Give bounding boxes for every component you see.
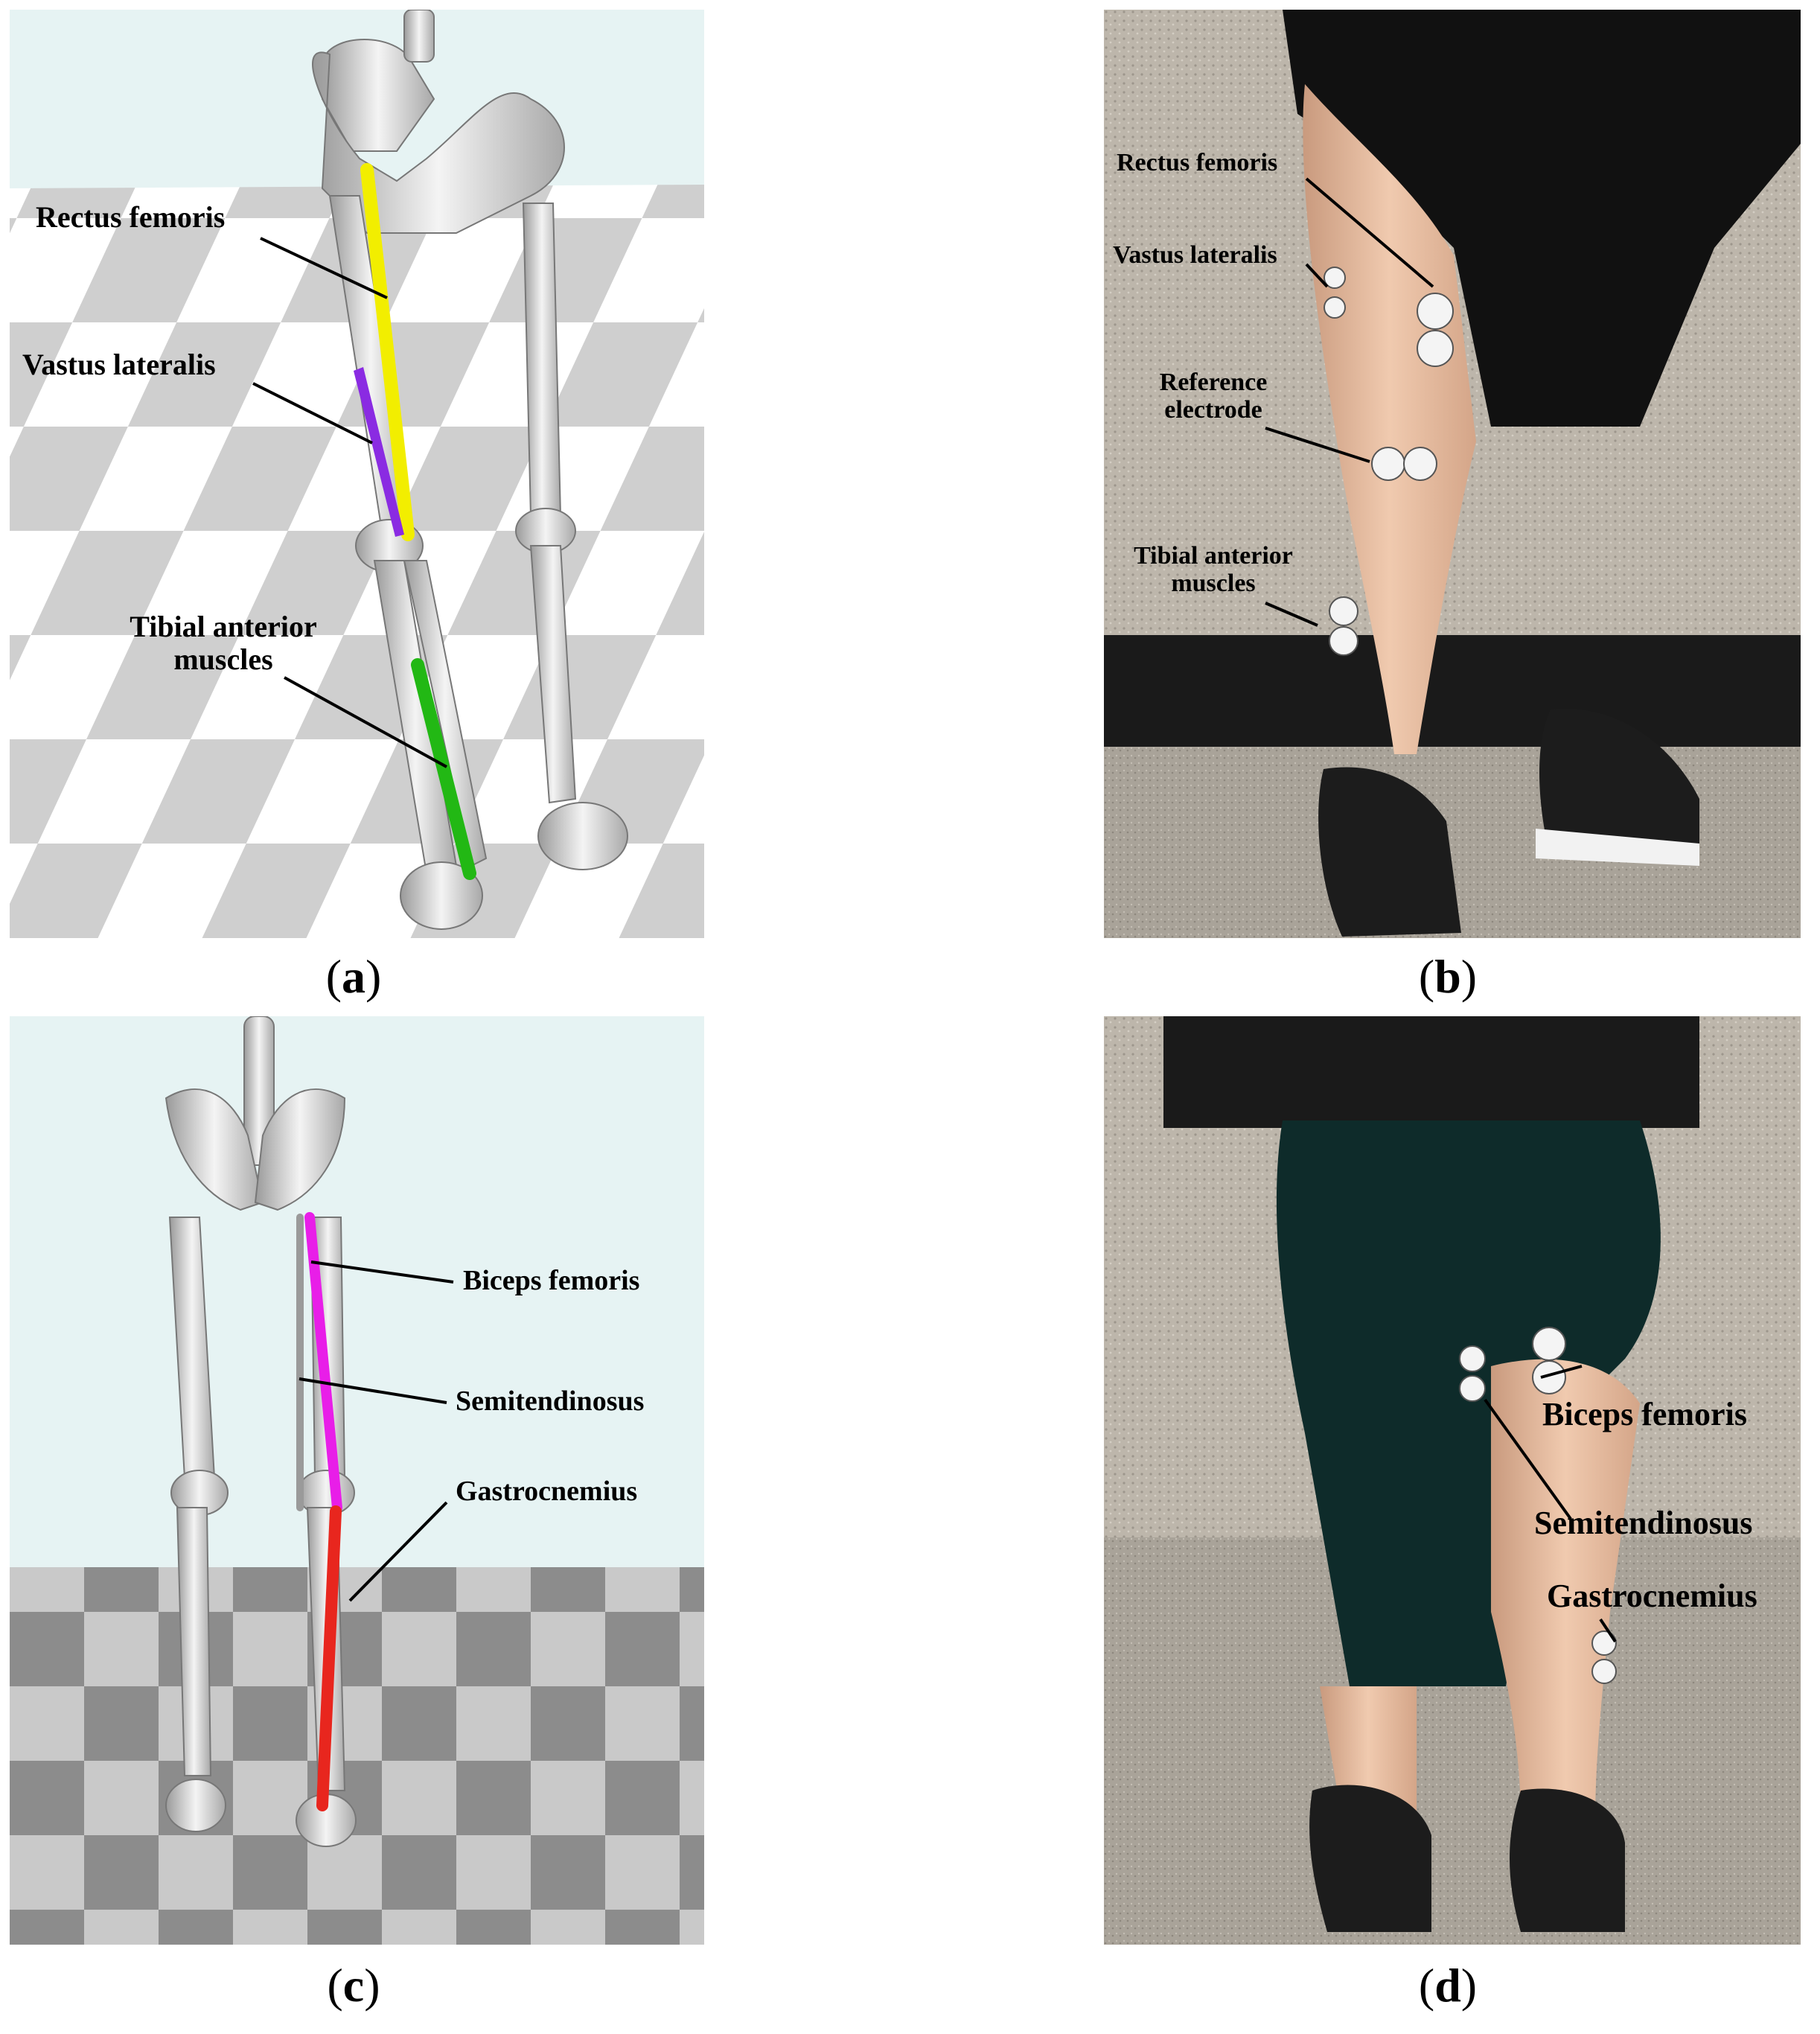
panel-b-photo [1104, 10, 1801, 938]
label-b-tibial-anterior: Tibial anterior muscles [1109, 542, 1318, 598]
label-d-semitendinosus: Semitendinosus [1534, 1505, 1753, 1541]
black-pants [1283, 10, 1801, 427]
caption-b-letter: b [1434, 950, 1461, 1003]
label-c-semitendinosus: Semitendinosus [456, 1386, 645, 1417]
right-leg-bones [515, 203, 628, 870]
panel-d-leg-back-photo [1104, 1016, 1801, 1945]
panel-a-skeleton-front [10, 10, 704, 938]
panel-d-photo [1104, 1016, 1801, 1945]
panel-b-leg-front-photo [1104, 10, 1801, 938]
label-d-gastrocnemius: Gastrocnemius [1547, 1578, 1757, 1614]
left-shoe-back [1309, 1785, 1431, 1932]
label-b-tibial-anterior-line2: muscles [1171, 570, 1256, 598]
label-d-biceps-femoris: Biceps femoris [1542, 1396, 1747, 1432]
caption-c-letter: c [342, 1959, 365, 2012]
caption-b: (b) [1418, 950, 1478, 1003]
label-b-reference-line2: electrode [1164, 396, 1262, 424]
label-a-tibial-anterior-line1: Tibial anterior [130, 610, 317, 643]
electrodes-front [1324, 267, 1454, 656]
panel-a-illustration [10, 10, 704, 938]
label-c-gastrocnemius: Gastrocnemius [456, 1476, 638, 1507]
label-b-rectus-femoris: Rectus femoris [1117, 149, 1278, 176]
label-c-biceps-femoris: Biceps femoris [463, 1265, 640, 1296]
green-shorts [1276, 1120, 1661, 1686]
label-b-vastus-lateralis: Vastus lateralis [1113, 241, 1277, 269]
label-a-rectus-femoris: Rectus femoris [36, 200, 226, 234]
spine-and-pelvis [165, 1016, 346, 1211]
label-a-tibial-anterior-line2: muscles [173, 643, 273, 676]
label-b-tibial-anterior-line1: Tibial anterior [1134, 542, 1293, 570]
caption-a: (a) [325, 950, 382, 1003]
label-b-reference-line1: Reference [1159, 369, 1268, 396]
caption-c: (c) [327, 1959, 380, 2012]
label-a-tibial-anterior: Tibial anterior muscles [104, 610, 342, 676]
left-shoe [1318, 767, 1461, 937]
label-b-reference-electrode: Reference electrode [1117, 369, 1310, 424]
label-a-vastus-lateralis: Vastus lateralis [22, 348, 216, 381]
caption-d: (d) [1418, 1959, 1478, 2012]
black-shirt [1163, 1016, 1699, 1128]
caption-d-letter: d [1434, 1959, 1461, 2012]
left-leg-bones-back [165, 1217, 229, 1832]
right-shoe-back [1510, 1788, 1625, 1932]
gastrocnemius-muscle [316, 1505, 342, 1811]
rectus-femoris-muscle [360, 163, 415, 541]
right-shoe [1539, 708, 1699, 858]
caption-a-letter: a [342, 950, 365, 1003]
